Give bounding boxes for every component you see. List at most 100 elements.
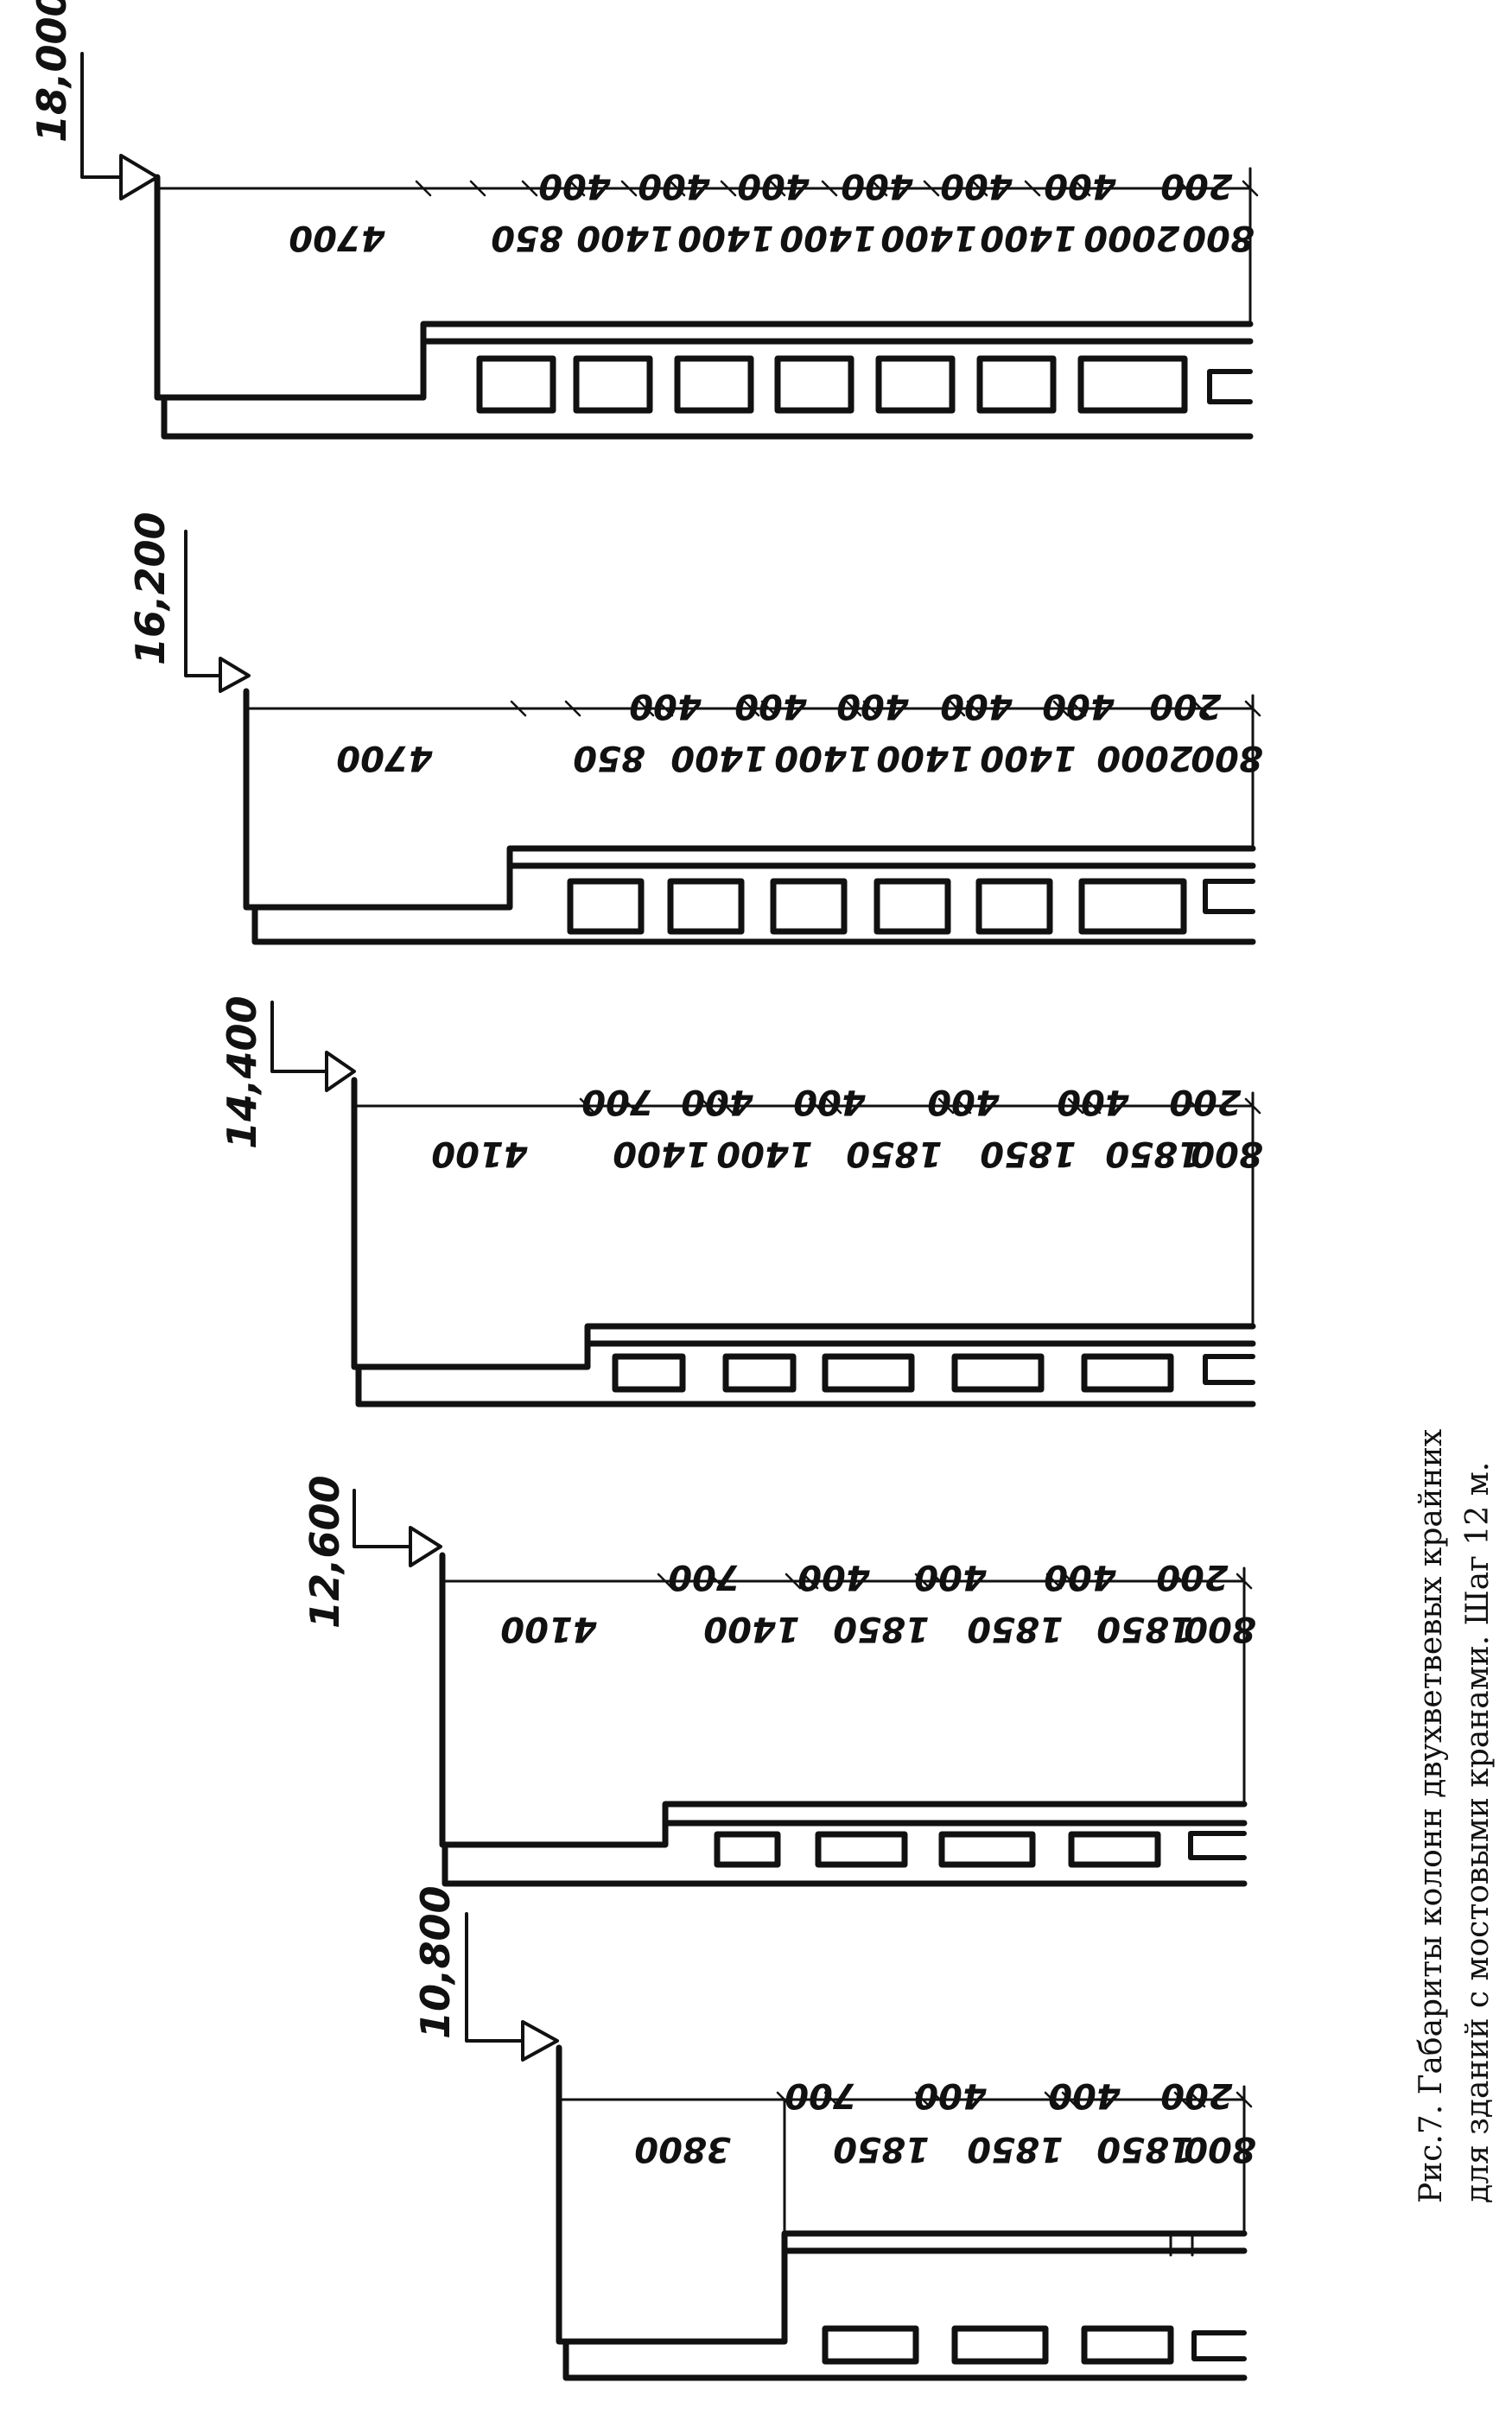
upper-dim-18000-2: 1400 — [980, 218, 1076, 257]
upper-dim-12600-2: 1850 — [967, 1609, 1063, 1649]
level-mark-16200: 16,200 — [127, 512, 251, 693]
lower-dim-10800-0: 200 — [1160, 2075, 1233, 2115]
lower-width-label-10800: 3800 — [634, 2129, 730, 2169]
dimension-labels-10800: 3800 800 1850 1850 1850 200 400 400 700 — [634, 2075, 1255, 2169]
upper-dim-10800-3: 1850 — [833, 2129, 929, 2169]
dimension-line-16200 — [245, 694, 1261, 850]
lower-dim-14400-1: 400 — [1057, 1082, 1130, 1122]
level-label-14400: 14,400 — [219, 995, 265, 1149]
lower-dim-14400-4: 400 — [681, 1082, 754, 1122]
caption-line-1: Рис.7. Габариты колонн двухветвевых край… — [1414, 1429, 1449, 2203]
lower-dim-10800-1: 400 — [1048, 2075, 1121, 2115]
level-label-16200: 16,200 — [127, 512, 174, 665]
column-drawing-14400: 14,400 4100 800 1850 1850 1850 1400 1400… — [219, 995, 1263, 1407]
lower-dim-12600-3: 400 — [797, 1557, 871, 1597]
lower-dim-14400-0: 200 — [1169, 1082, 1242, 1122]
level-mark-18000: 18,000 — [29, 0, 159, 200]
upper-dim-12600-1: 1850 — [1096, 1609, 1192, 1649]
level-label-12600: 12,600 — [302, 1475, 348, 1629]
lower-dim-18000-2: 400 — [940, 166, 1013, 206]
upper-dim-18000-3: 1400 — [880, 218, 976, 257]
upper-dim-12600-3: 1850 — [833, 1609, 929, 1649]
lower-width-label-14400: 4100 — [431, 1134, 528, 1173]
dimension-line-12600 — [441, 1566, 1253, 1806]
upper-dim-16200-6: 850 — [573, 738, 645, 778]
lower-dim-18000-5: 400 — [638, 166, 711, 206]
openings-16200 — [567, 878, 1187, 935]
upper-dim-18000-1: 2000 — [1083, 218, 1179, 257]
dimension-line-18000 — [156, 167, 1259, 326]
column-outline-12600 — [439, 1552, 1248, 1887]
lower-dim-14400-5: 700 — [581, 1082, 654, 1122]
lower-dim-16200-4: 400 — [734, 686, 808, 726]
openings-12600 — [714, 1831, 1161, 1868]
upper-dim-14400-0: 800 — [1191, 1134, 1263, 1173]
figure-caption: Рис.7. Габариты колонн двухветвевых край… — [1414, 1429, 1496, 2203]
level-mark-14400: 14,400 — [219, 995, 356, 1149]
level-label-10800: 10,800 — [412, 1885, 459, 2039]
lower-dim-16200-2: 400 — [940, 686, 1013, 726]
upper-dim-16200-4: 1400 — [774, 738, 870, 778]
openings-14400 — [612, 1353, 1174, 1393]
column-drawing-16200: 16,200 4700 800 2000 1400 1400 1400 1400… — [127, 512, 1263, 945]
upper-dim-16200-5: 1400 — [670, 738, 766, 778]
upper-dim-16200-2: 1400 — [980, 738, 1076, 778]
lower-width-label-12600: 4100 — [500, 1609, 597, 1649]
lower-dim-12600-1: 400 — [1044, 1557, 1117, 1597]
level-mark-12600: 12,600 — [302, 1475, 442, 1629]
lower-dim-18000-0: 200 — [1160, 166, 1233, 206]
lower-dim-12600-0: 200 — [1156, 1557, 1229, 1597]
upper-dim-14400-4: 1400 — [716, 1134, 812, 1173]
dimension-labels-12600: 4100 800 1850 1850 1850 1400 200 400 400… — [500, 1557, 1255, 1649]
lower-dim-12600-4: 700 — [668, 1557, 740, 1597]
lower-dim-16200-5: 400 — [629, 686, 702, 726]
upper-dim-18000-5: 1400 — [677, 218, 773, 257]
lower-dim-12600-2: 400 — [914, 1557, 988, 1597]
level-mark-10800: 10,800 — [412, 1885, 559, 2062]
lower-dim-14400-3: 400 — [793, 1082, 867, 1122]
openings-18000 — [476, 355, 1188, 414]
upper-dim-18000-4: 1400 — [779, 218, 875, 257]
upper-dim-10800-2: 1850 — [967, 2129, 1063, 2169]
lower-dim-18000-4: 400 — [737, 166, 810, 206]
dimension-line-14400 — [353, 1091, 1261, 1328]
upper-dim-14400-3: 1850 — [846, 1134, 942, 1173]
column-drawing-10800: 10,800 3800 800 1850 1850 1850 200 400 4… — [412, 1885, 1256, 2381]
column-drawing-12600: 12,600 4100 800 1850 1850 1850 1400 200 … — [302, 1475, 1256, 1887]
column-drawing-18000: 18,000 4700 800 2000 1400 1400 1400 — [29, 0, 1259, 440]
upper-dim-12600-4: 1400 — [703, 1609, 799, 1649]
caption-line-2: для зданий с мостовыми кранами. Шаг 12 м… — [1460, 1462, 1496, 2203]
openings-10800 — [822, 2325, 1174, 2365]
level-label-18000: 18,000 — [29, 0, 75, 143]
upper-dim-10800-0: 800 — [1184, 2129, 1256, 2169]
lower-dim-16200-0: 200 — [1149, 686, 1222, 726]
lower-dim-18000-6: 400 — [538, 166, 612, 206]
upper-dim-14400-5: 1400 — [613, 1134, 708, 1173]
dimension-labels-14400: 4100 800 1850 1850 1850 1400 1400 200 40… — [431, 1082, 1262, 1173]
upper-dim-18000-7: 850 — [491, 218, 563, 257]
lower-dim-10800-2: 400 — [914, 2075, 988, 2115]
upper-dim-12600-0: 800 — [1184, 1609, 1256, 1649]
lower-width-label-16200: 4700 — [336, 738, 433, 778]
upper-dim-16200-0: 800 — [1191, 738, 1263, 778]
lower-dim-18000-3: 400 — [841, 166, 914, 206]
column-outline-14400 — [351, 1077, 1256, 1407]
column-outline-18000 — [154, 174, 1254, 440]
upper-dim-18000-6: 1400 — [576, 218, 672, 257]
upper-dim-16200-1: 2000 — [1096, 738, 1192, 778]
lower-dim-10800-3: 700 — [785, 2075, 857, 2115]
upper-dim-18000-0: 800 — [1182, 218, 1255, 257]
lower-dim-18000-1: 400 — [1044, 166, 1117, 206]
lower-dim-14400-2: 400 — [927, 1082, 1001, 1122]
column-outline-16200 — [243, 688, 1256, 945]
lower-width-label-18000: 4700 — [289, 218, 385, 257]
upper-dim-14400-1: 1850 — [1105, 1134, 1201, 1173]
upper-dim-16200-3: 1400 — [876, 738, 972, 778]
dimension-labels-16200: 4700 800 2000 1400 1400 1400 1400 850 20… — [336, 686, 1262, 778]
dimension-labels-18000: 4700 800 2000 1400 1400 1400 1400 1400 8… — [289, 166, 1254, 257]
lower-dim-16200-1: 400 — [1042, 686, 1115, 726]
lower-dim-16200-3: 400 — [836, 686, 910, 726]
upper-dim-10800-1: 1850 — [1096, 2129, 1192, 2169]
dimension-line-10800 — [557, 2085, 1253, 2235]
